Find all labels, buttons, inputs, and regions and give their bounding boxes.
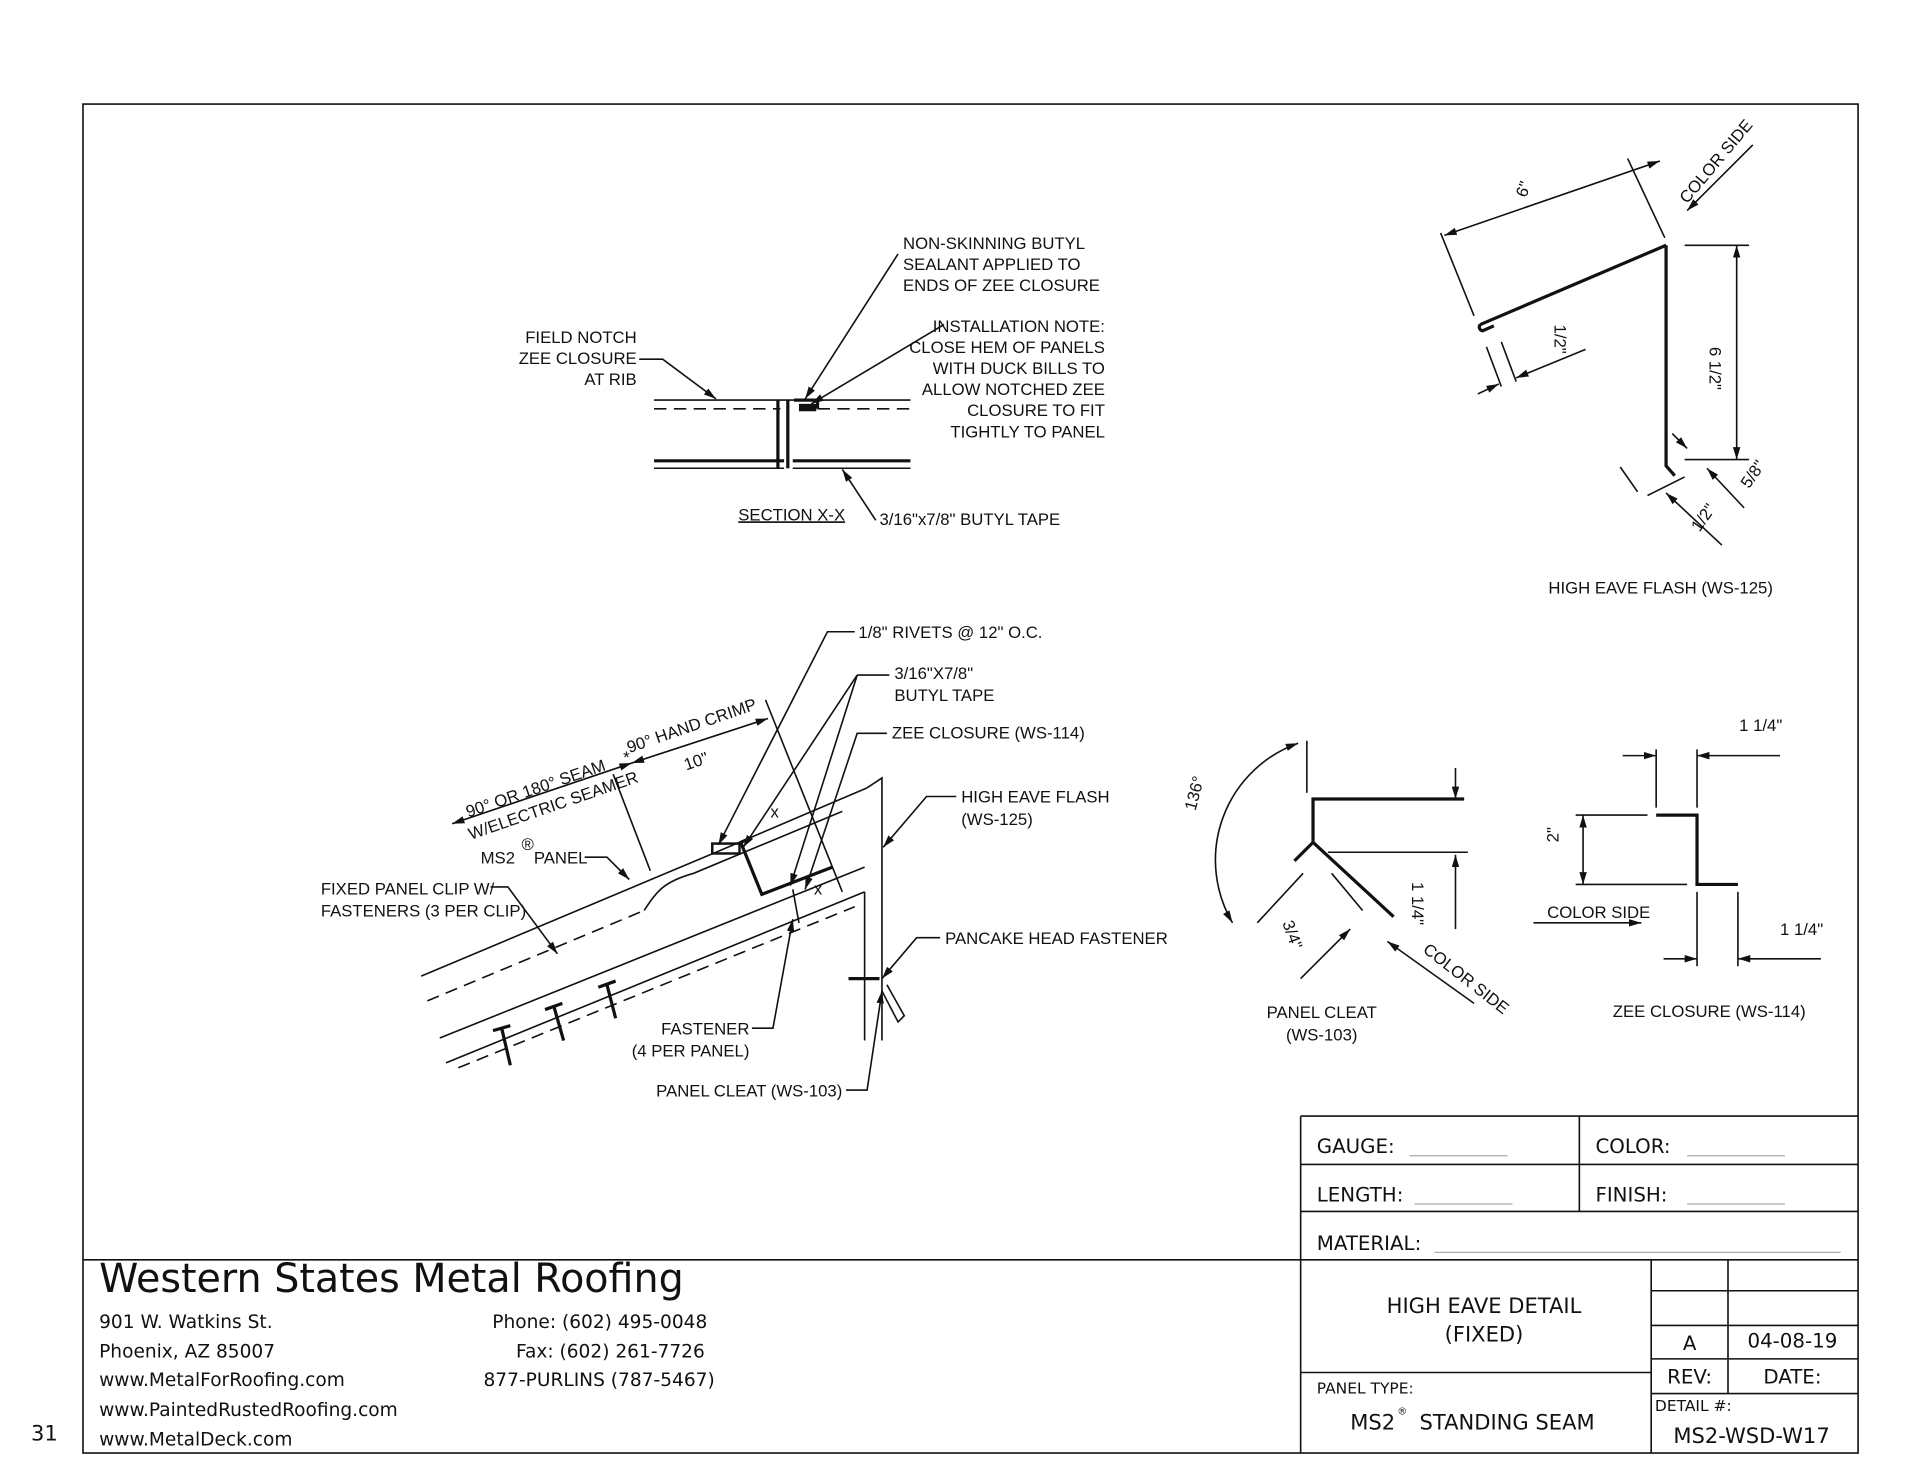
fastener-label-1: FASTENER [661, 1019, 749, 1038]
detail-number: MS2-WSD-W17 [1673, 1423, 1829, 1448]
website-link[interactable]: www.PaintedRustedRoofing.com [99, 1400, 398, 1421]
install-note-line: TIGHTLY TO PANEL [950, 422, 1105, 441]
address-line-1: 901 W. Watkins St. [99, 1312, 273, 1333]
section-cut-mark: x [770, 803, 779, 822]
detail-title-1: HIGH EAVE DETAIL [1387, 1293, 1582, 1318]
install-note-line: CLOSURE TO FIT [967, 401, 1105, 420]
rev-label: REV: [1667, 1366, 1712, 1389]
dim-hem: 1/2" [1551, 325, 1570, 354]
screw-icon [492, 1024, 512, 1066]
ms2-panel-label: MS2 [481, 848, 515, 867]
dim-1-1-4: 1 1/4" [1408, 882, 1427, 925]
main-eave-detail: 90° OR 180° SEAM W/ELECTRIC SEAMER * 90°… [321, 623, 1168, 1100]
fastener-label-2: (4 PER PANEL) [632, 1042, 750, 1061]
high-eave-flash-caption: HIGH EAVE FLASH (WS-125) [1548, 578, 1773, 597]
pancake-fastener-icon [848, 976, 906, 1024]
panel-cleat-label: PANEL CLEAT (WS-103) [656, 1081, 842, 1100]
angle-136: 136° [1181, 774, 1208, 812]
pancake-label: PANCAKE HEAD FASTENER [945, 929, 1168, 948]
zee-dim-height: 2" [1543, 827, 1562, 842]
rivets-label: 1/8" RIVETS @ 12" O.C. [858, 623, 1042, 642]
finish-label: FINISH: [1595, 1184, 1667, 1207]
hand-crimp-label: 90° HAND CRIMP [624, 695, 759, 757]
field-notch-3: AT RIB [584, 370, 636, 389]
zee-closure-label: ZEE CLOSURE (WS-114) [892, 723, 1085, 742]
panel-type-name: MS2 [1350, 1409, 1395, 1434]
dim-bottom-hem: 1/2" [1687, 500, 1719, 535]
butyl-label-1: 3/16"X7/8" [894, 664, 973, 683]
field-notch-2: ZEE CLOSURE [519, 349, 637, 368]
address-line-2: Phoenix, AZ 85007 [99, 1342, 275, 1363]
sealant-note-1: NON-SKINNING BUTYL [903, 234, 1085, 253]
material-label: MATERIAL: [1317, 1232, 1422, 1255]
install-note-line: INSTALLATION NOTE: [933, 317, 1105, 336]
high-eave-flash-detail: 6" 6 1/2" 1/2" 5/8" 1/2" COLOR SIDE HIGH… [1439, 116, 1773, 597]
sealant-note-2: SEALANT APPLIED TO [903, 255, 1080, 274]
install-note-line: ALLOW NOTCHED ZEE [922, 380, 1105, 399]
toll-free: 877-PURLINS (787-5467) [483, 1370, 714, 1391]
page-number: 31 [31, 1421, 58, 1446]
zee-closure-detail: 1 1/4" 2" 1 1/4" COLOR SIDE ZEE CLOSURE … [1533, 716, 1823, 1021]
color-side-label: COLOR SIDE [1676, 116, 1757, 207]
zee-closure-caption: ZEE CLOSURE (WS-114) [1613, 1002, 1806, 1021]
install-note-line: WITH DUCK BILLS TO [933, 359, 1105, 378]
panel-type-suffix: STANDING SEAM [1420, 1409, 1595, 1434]
section-title: SECTION X-X [738, 505, 845, 524]
phone: Phone: (602) 495-0048 [492, 1312, 707, 1333]
panel-cleat-caption-1: PANEL CLEAT [1267, 1003, 1377, 1022]
section-cut-mark: x [814, 879, 823, 898]
panel-type-label: PANEL TYPE: [1317, 1380, 1414, 1398]
dim-kick: 5/8" [1737, 457, 1769, 492]
detail-number-label: DETAIL #: [1655, 1397, 1732, 1415]
detail-title-2: (FIXED) [1445, 1322, 1524, 1347]
dim-6-1-2: 6 1/2" [1705, 347, 1724, 390]
fixed-clip-label-2: FASTENERS (3 PER CLIP) [321, 902, 526, 921]
sheet-border [82, 103, 1859, 1454]
zee-dim-top: 1 1/4" [1739, 716, 1782, 735]
panel-cleat-caption-2: (WS-103) [1286, 1026, 1358, 1045]
website-link[interactable]: www.MetalForRoofing.com [99, 1370, 345, 1391]
website-link[interactable]: www.MetalDeck.com [99, 1430, 292, 1451]
color-label: COLOR: [1595, 1135, 1670, 1158]
fixed-clip-label-1: FIXED PANEL CLIP W/ [321, 879, 495, 898]
rev-value: A [1683, 1332, 1697, 1355]
field-notch-1: FIELD NOTCH [525, 328, 636, 347]
zee-dim-bottom: 1 1/4" [1780, 920, 1823, 939]
panel-type-registered: ® [1397, 1407, 1407, 1418]
fax: Fax: (602) 261-7726 [516, 1342, 705, 1363]
cleat-color-side: COLOR SIDE [1420, 940, 1513, 1018]
gauge-label: GAUGE: [1317, 1135, 1395, 1158]
sealant-note-3: ENDS OF ZEE CLOSURE [903, 276, 1100, 295]
registered-mark: ® [521, 835, 534, 854]
title-block: GAUGE: COLOR: LENGTH: FINISH: MATERIAL: … [82, 1115, 1859, 1454]
section-xx-detail: NON-SKINNING BUTYL SEALANT APPLIED TO EN… [519, 234, 1105, 529]
zee-color-side: COLOR SIDE [1547, 903, 1650, 922]
asterisk: * [623, 748, 630, 767]
panel-cleat-detail: 136° 1 1/4" 3/4" COLOR SIDE PANEL CLEAT … [1181, 740, 1513, 1045]
butyl-tape-label: 3/16"x7/8" BUTYL TAPE [879, 510, 1060, 529]
date-label: DATE: [1763, 1366, 1821, 1389]
butyl-label-2: BUTYL TAPE [894, 686, 994, 705]
dim-6: 6" [1512, 179, 1535, 200]
crimp-length: 10" [681, 748, 710, 774]
company-info: Western States Metal Roofing 901 W. Watk… [99, 1256, 715, 1451]
installation-note: INSTALLATION NOTE: CLOSE HEM OF PANELS W… [909, 317, 1105, 441]
eave-flash-label-1: HIGH EAVE FLASH [961, 788, 1109, 807]
screw-icon [597, 979, 618, 1019]
dim-3-4: 3/4" [1278, 918, 1306, 952]
ms2-panel-suffix: PANEL [534, 848, 588, 867]
length-label: LENGTH: [1317, 1184, 1404, 1207]
screw-icon [544, 1001, 566, 1041]
date-value: 04-08-19 [1747, 1330, 1837, 1353]
company-name: Western States Metal Roofing [99, 1256, 684, 1302]
eave-flash-label-2: (WS-125) [961, 810, 1033, 829]
install-note-line: CLOSE HEM OF PANELS [909, 338, 1105, 357]
